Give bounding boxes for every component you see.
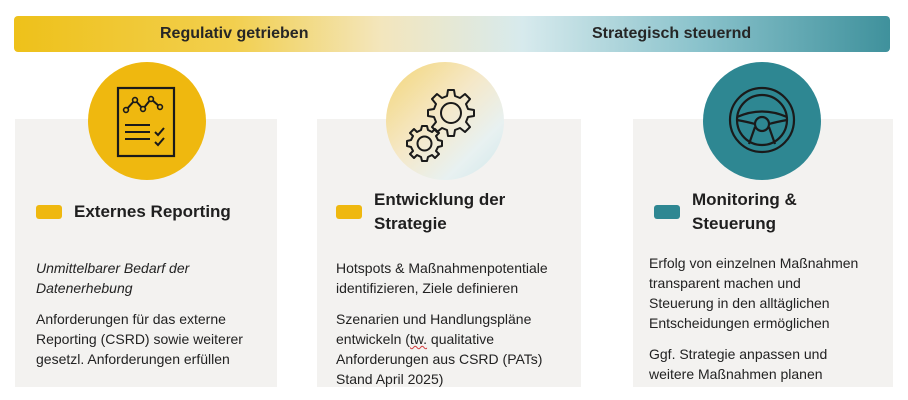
card-3-paragraph-1: Erfolg von einzelnen Maßnahmen transpare…	[649, 255, 859, 331]
progression-banner: Regulativ getrieben Strategisch steuernd	[14, 16, 890, 52]
card-1-paragraph: Anforderungen für das externe Reporting …	[36, 311, 243, 367]
card-3-paragraph-2: Ggf. Strategie anpassen und weitere Maßn…	[649, 346, 828, 382]
gears-icon	[406, 89, 475, 162]
card-2-paragraph-2: Szenarien und Handlungspläne entwickeln …	[336, 309, 576, 389]
card-2-tag	[336, 205, 362, 219]
card-2-paragraph-1: Hotspots & Maßnahmenpotentiale identifiz…	[336, 260, 548, 296]
card-1-tag	[36, 205, 62, 219]
report-document-icon	[116, 86, 176, 158]
gears-circle	[386, 62, 504, 180]
card-2-body: Hotspots & Maßnahmenpotentiale identifiz…	[336, 258, 576, 400]
card-2-paragraph-2-end: qualitative Anforderungen aus CSRD (PATs…	[336, 331, 543, 387]
card-3-tag	[654, 205, 680, 219]
card-3-title: Monitoring & Steuerung	[692, 190, 797, 233]
banner-left-label: Regulativ getrieben	[160, 25, 309, 42]
report-circle	[88, 62, 206, 180]
card-2-paragraph-2-start: Szenarien und Handlungspläne entwickeln …	[336, 311, 532, 347]
card-2-title: Entwicklung der Strategie	[374, 190, 506, 233]
steering-wheel-icon	[728, 86, 796, 154]
card-1-italic-text: Unmittelbarer Bedarf der Datenerhebung	[36, 260, 190, 296]
card-1-body: Unmittelbarer Bedarf der Datenerhebung A…	[36, 258, 272, 380]
steering-circle	[703, 62, 821, 180]
card-2-paragraph-2-spellcheck: tw.	[409, 331, 428, 347]
banner-right-label: Strategisch steuernd	[592, 25, 752, 42]
card-1-title: Externes Reporting	[74, 202, 231, 221]
card-3-body: Erfolg von einzelnen Maßnahmen transpare…	[649, 253, 885, 395]
